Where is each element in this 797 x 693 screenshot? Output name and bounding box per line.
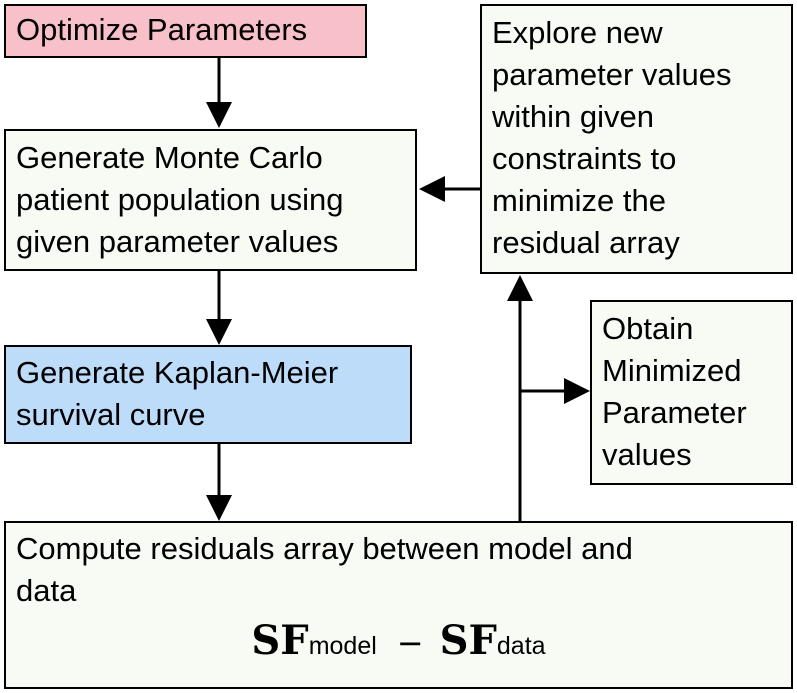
explore-parameters-box: Explore new parameter values within give… (480, 4, 793, 274)
arrow-compute-to-explore-head (507, 275, 533, 301)
arrow-optimize-to-generate-head (206, 102, 232, 128)
obtain-minimized-box: Obtain Minimized Parameter values (590, 300, 793, 485)
arrow-kaplan-to-compute-head (206, 495, 232, 521)
formula-term-data: SF (439, 617, 497, 664)
generate-monte-carlo-line-2: patient population using (16, 182, 344, 217)
kaplan-meier-line-1: Generate Kaplan-Meier (16, 355, 339, 390)
obtain-minimized-line-4: values (602, 437, 692, 472)
generate-monte-carlo-line-3: given parameter values (16, 224, 339, 259)
formula-term-model: SF (251, 617, 309, 664)
residual-formula: SFmodel−SFdata (6, 617, 791, 670)
formula-subscript-data: data (496, 632, 546, 660)
compute-residuals-box: Compute residuals array between model an… (4, 521, 793, 689)
generate-monte-carlo-line-1: Generate Monte Carlo (16, 140, 323, 175)
arrow-explore-to-generate-head (419, 176, 445, 202)
explore-parameters-line-5: minimize the (492, 183, 666, 218)
optimize-parameters-box: Optimize Parameters (4, 4, 367, 58)
arrow-generate-to-kaplan-head (206, 319, 232, 345)
compute-residuals-line-2: data (16, 573, 77, 608)
obtain-minimized-line-2: Minimized (602, 353, 742, 388)
arrow-to-obtain-head (564, 378, 590, 404)
formula-subscript-model: model (308, 632, 377, 660)
kaplan-meier-box: Generate Kaplan-Meier survival curve (4, 345, 412, 444)
explore-parameters-line-3: within given (492, 99, 654, 134)
kaplan-meier-line-2: survival curve (16, 397, 206, 432)
compute-residuals-line-1: Compute residuals array between model an… (16, 531, 633, 566)
explore-parameters-line-1: Explore new (492, 15, 663, 50)
explore-parameters-line-4: constraints to (492, 141, 677, 176)
obtain-minimized-line-1: Obtain (602, 311, 694, 346)
explore-parameters-line-6: residual array (492, 225, 680, 260)
obtain-minimized-line-3: Parameter (602, 395, 747, 430)
formula-minus-operator: − (396, 624, 424, 662)
explore-parameters-line-2: parameter values (492, 57, 732, 92)
generate-monte-carlo-box: Generate Monte Carlo patient population … (4, 129, 417, 271)
optimize-parameters-label: Optimize Parameters (16, 12, 308, 47)
